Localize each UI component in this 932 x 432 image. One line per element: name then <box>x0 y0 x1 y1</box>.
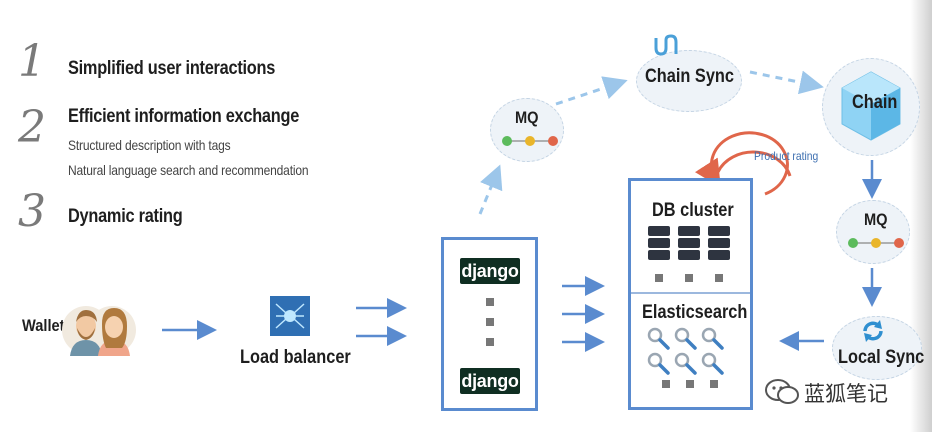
storage-divider <box>631 292 750 294</box>
arrow-django-to-mq <box>478 164 503 215</box>
point-2-sub-1: Structured description with tags <box>68 137 231 153</box>
local-sync-label: Local Sync <box>838 347 925 368</box>
db-cluster-label: DB cluster <box>652 200 734 221</box>
mq-right-label: MQ <box>864 210 888 229</box>
point-2-sub-2: Natural language search and recommendati… <box>68 162 309 178</box>
wechat-icon <box>765 379 799 404</box>
storage-box <box>628 178 753 410</box>
product-rating-loop-arrow <box>694 131 789 196</box>
chain-cube-icon <box>841 71 901 141</box>
point-1-number: 1 <box>18 36 46 87</box>
arrow-mq-to-chainsync <box>555 76 628 106</box>
chain-sync-label: Chain Sync <box>645 66 734 87</box>
point-3-number: 3 <box>18 186 46 237</box>
ellipsis-dot <box>486 338 494 346</box>
django-node-top: django <box>460 258 520 284</box>
search-magnifier-icon <box>647 327 724 388</box>
chain-sync-icon <box>654 34 678 56</box>
point-3-title: Dynamic rating <box>68 206 183 227</box>
point-2-title: Efficient information exchange <box>68 106 300 127</box>
mq-top-bubble <box>490 98 564 162</box>
wallet-label: Wallet <box>22 316 65 335</box>
local-sync-bubble <box>832 316 922 380</box>
db-server-icon <box>648 226 730 282</box>
mq-right-queue-icon <box>848 238 904 248</box>
mq-right-bubble <box>836 200 910 264</box>
chain-sync-bubble <box>636 50 742 112</box>
ellipsis-dot <box>486 298 494 306</box>
mq-top-queue-icon <box>502 136 558 146</box>
elasticsearch-label: Elasticsearch <box>642 302 748 323</box>
watermark-text: 蓝狐笔记 <box>804 382 888 406</box>
load-balancer-label: Load balancer <box>240 347 351 368</box>
product-rating-label: Product rating <box>754 149 819 163</box>
point-2-number: 2 <box>18 102 46 153</box>
local-sync-icon <box>863 320 883 342</box>
mq-top-label: MQ <box>515 108 539 127</box>
arrow-chainsync-to-chain <box>749 70 824 95</box>
product-rating-loop-arc <box>716 150 792 177</box>
point-1-title: Simplified user interactions <box>68 58 276 79</box>
wallet-users-icon <box>62 306 136 356</box>
load-balancer-icon <box>270 296 310 336</box>
chain-label: Chain <box>852 92 898 113</box>
django-node-bottom: django <box>460 368 520 394</box>
ellipsis-dot <box>486 318 494 326</box>
